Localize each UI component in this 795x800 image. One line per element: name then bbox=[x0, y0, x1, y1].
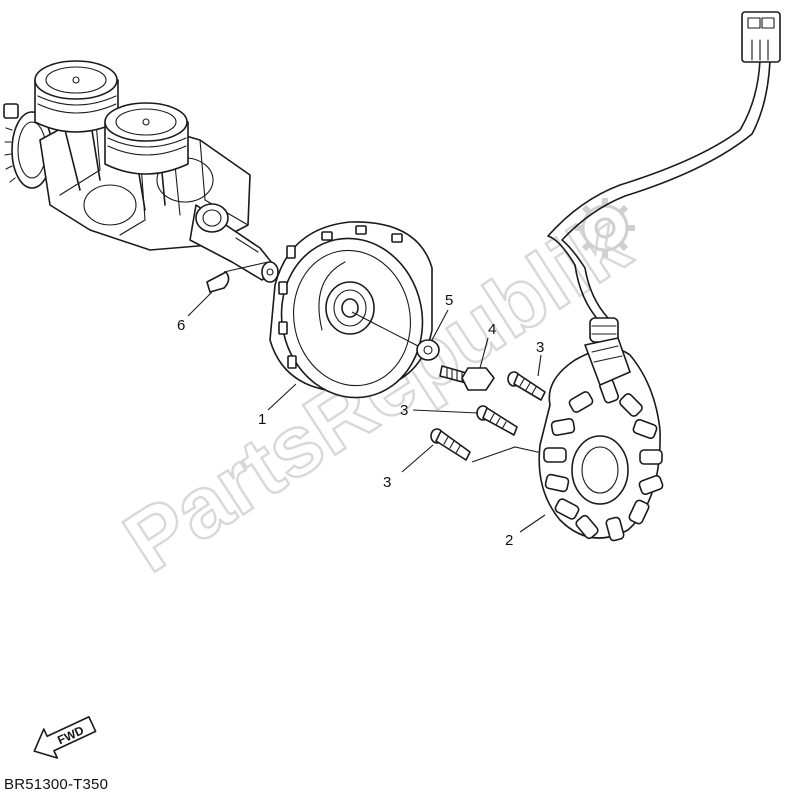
callout-3-bottom: 3 bbox=[383, 474, 391, 491]
part-4-bolt bbox=[439, 337, 495, 391]
stator-poles bbox=[543, 378, 664, 542]
screw-middle bbox=[476, 405, 518, 436]
callout-5: 5 bbox=[445, 292, 453, 309]
callout-3-middle: 3 bbox=[400, 402, 408, 419]
reference-code: BR51300-T350 bbox=[4, 776, 109, 793]
crank-gear bbox=[3, 103, 53, 189]
screw-top bbox=[507, 371, 546, 401]
callout-3-top: 3 bbox=[536, 339, 544, 356]
fwd-arrow-icon: FWD bbox=[33, 716, 97, 759]
callout-6: 6 bbox=[177, 317, 185, 334]
part-3-screws bbox=[401, 354, 546, 473]
piston-left bbox=[34, 60, 119, 133]
crank-shaft-end bbox=[189, 203, 279, 283]
rotor-slots bbox=[278, 225, 403, 369]
part-6-key bbox=[187, 261, 269, 317]
callouts: 1 2 3 3 3 4 5 6 bbox=[177, 292, 544, 549]
part-5-washer bbox=[416, 309, 449, 361]
callout-2: 2 bbox=[505, 532, 513, 549]
crankshaft-assembly bbox=[3, 60, 279, 283]
part-2-stator bbox=[519, 11, 781, 542]
piston-right bbox=[104, 102, 189, 175]
callout-1: 1 bbox=[258, 411, 266, 428]
part-1-flywheel-rotor bbox=[269, 221, 433, 399]
harness-connector bbox=[741, 11, 781, 63]
callout-4: 4 bbox=[488, 321, 496, 338]
screw-bottom bbox=[430, 428, 471, 461]
gear-icon bbox=[575, 198, 635, 258]
